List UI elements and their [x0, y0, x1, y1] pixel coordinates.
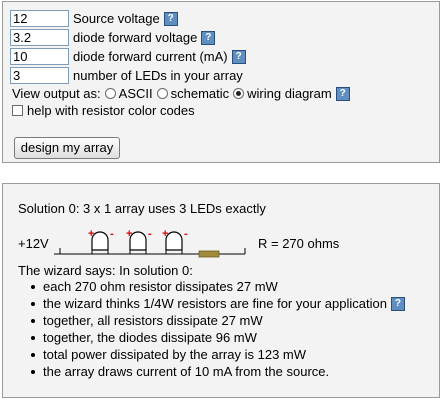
forward-voltage-input[interactable]: [10, 29, 69, 46]
led-icon: [91, 231, 109, 251]
source-voltage-row: Source voltage ?: [10, 10, 178, 27]
color-codes-label: help with resistor color codes: [27, 103, 195, 118]
list-item: together, the diodes dissipate 96 mW: [31, 329, 405, 346]
led-3: + -: [162, 228, 188, 254]
led-1: + -: [88, 228, 114, 254]
forward-current-row: diode forward current (mA) ?: [10, 48, 246, 65]
schematic-radio[interactable]: [156, 88, 168, 99]
design-array-button[interactable]: design my array: [14, 137, 120, 159]
led-plus-label: +: [88, 228, 94, 240]
led-plus-label: +: [126, 228, 132, 240]
list-item: together, all resistors dissipate 27 mW: [31, 312, 405, 329]
ascii-radio[interactable]: [104, 88, 116, 99]
ascii-option-label: ASCII: [118, 86, 153, 101]
help-icon[interactable]: ?: [390, 296, 405, 311]
forward-current-input[interactable]: [10, 48, 69, 65]
color-codes-checkbox[interactable]: [12, 105, 23, 116]
source-voltage-label: Source voltage: [73, 11, 160, 26]
bullet-icon: [31, 352, 35, 357]
forward-voltage-label: diode forward voltage: [73, 30, 198, 45]
solution-heading: Solution 0: 3 x 1 array uses 3 LEDs exac…: [18, 201, 266, 216]
input-form-panel: Source voltage ? diode forward voltage ?…: [2, 1, 440, 163]
led-count-row: number of LEDs in your array: [10, 67, 243, 84]
forward-voltage-row: diode forward voltage ?: [10, 29, 216, 46]
list-item: total power dissipated by the array is 1…: [31, 346, 405, 363]
help-icon[interactable]: ?: [201, 30, 216, 45]
resistor-value-label: R = 270 ohms: [258, 236, 340, 251]
forward-current-label: diode forward current (mA): [73, 49, 228, 64]
wizard-says-text: The wizard says: In solution 0:: [18, 263, 193, 278]
bullet-icon: [31, 301, 35, 306]
bullet-icon: [31, 369, 35, 374]
bullet-icon: [31, 335, 35, 340]
led-count-input[interactable]: [10, 67, 69, 84]
result-bullet-list: each 270 ohm resistor dissipates 27 mW t…: [31, 278, 405, 380]
bullet-icon: [31, 284, 35, 289]
help-icon[interactable]: ?: [335, 86, 350, 101]
list-item: each 270 ohm resistor dissipates 27 mW: [31, 278, 405, 295]
source-voltage-input[interactable]: [10, 10, 69, 27]
led-icon: [165, 231, 183, 251]
output-format-row: View output as: ASCII schematic wiring d…: [12, 86, 350, 101]
led-minus-label: -: [148, 228, 152, 240]
help-icon[interactable]: ?: [163, 11, 178, 26]
resistor-icon: [198, 250, 220, 258]
list-item: the wizard thinks 1/4W resistors are fin…: [31, 295, 405, 312]
led-plus-label: +: [162, 228, 168, 240]
led-minus-label: -: [184, 228, 188, 240]
help-icon[interactable]: ?: [231, 49, 246, 64]
led-icon: [129, 231, 147, 251]
list-item: the array draws current of 10 mA from th…: [31, 363, 405, 380]
source-voltage-label: +12V: [18, 236, 49, 251]
led-minus-label: -: [110, 228, 114, 240]
wiring-diagram-radio[interactable]: [233, 88, 245, 99]
result-panel: [2, 183, 440, 398]
schematic-option-label: schematic: [170, 86, 230, 101]
led-2: + -: [126, 228, 152, 254]
view-output-label: View output as:: [12, 86, 101, 101]
color-codes-row: help with resistor color codes: [12, 103, 195, 118]
led-count-label: number of LEDs in your array: [73, 68, 243, 83]
wiring-diagram-option-label: wiring diagram: [247, 86, 332, 101]
bullet-icon: [31, 318, 35, 323]
